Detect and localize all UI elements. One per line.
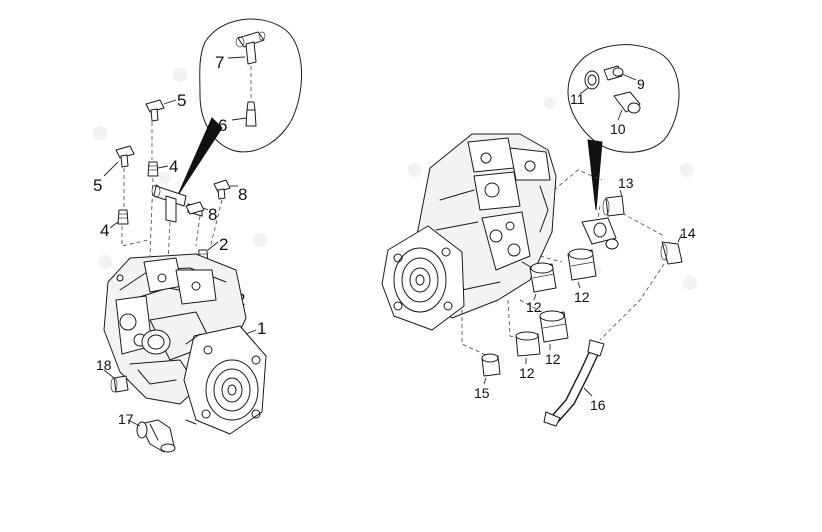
callout-17: 17: [118, 411, 134, 427]
callout-2-upper: 2: [219, 235, 228, 254]
callout-7: 7: [215, 53, 224, 72]
callout-12-a: 12: [526, 299, 542, 315]
hose-16: [543, 339, 605, 427]
pump-body-left: [103, 253, 267, 435]
plug-18: [103, 369, 129, 393]
callout-15: 15: [474, 385, 490, 401]
detail-bubble-right: [567, 44, 680, 211]
callout-11: 11: [570, 91, 585, 107]
callout-6: 6: [218, 116, 227, 135]
fitting-5-lower: [103, 145, 135, 177]
callout-5-upper: 5: [177, 91, 186, 110]
fitting-14: [660, 233, 683, 265]
callout-4-upper: 4: [169, 157, 178, 176]
fitting-13: [602, 189, 625, 217]
connector-12-c: [539, 310, 569, 350]
callout-12-c: 12: [545, 351, 561, 367]
callout-8-lower: 8: [208, 205, 217, 224]
callout-1: 1: [257, 319, 266, 338]
callout-13: 13: [618, 175, 634, 191]
fitting-5-upper: [145, 99, 177, 122]
callout-9: 9: [637, 76, 645, 92]
callout-8-upper: 8: [238, 185, 247, 204]
callout-14: 14: [680, 225, 696, 241]
connector-12-a: [529, 262, 557, 301]
detail-bubble-left: [177, 18, 303, 196]
tee-fitting-right: [581, 217, 619, 250]
callout-18: 18: [96, 357, 112, 373]
right-pump-assembly: 9 11 10: [381, 44, 696, 427]
elbow-fitting-17: [127, 419, 176, 453]
callout-16: 16: [590, 397, 606, 413]
callout-10: 10: [610, 121, 626, 137]
connector-12-d: [515, 331, 541, 364]
fitting-4-upper: [147, 161, 169, 177]
pump-body-right: [381, 133, 557, 331]
left-pump-assembly: 7 6 5 5 4 4: [93, 18, 303, 453]
connector-12-b: [567, 248, 597, 289]
callout-4-lower: 4: [100, 221, 109, 240]
fitting-4-lower: [109, 209, 129, 229]
plug-15: [481, 353, 501, 385]
callout-12-d: 12: [519, 365, 535, 381]
fitting-8-upper: [213, 179, 238, 200]
callout-12-b: 12: [574, 289, 590, 305]
callout-5-lower: 5: [93, 176, 102, 195]
fitting-8-lower: [185, 201, 209, 215]
